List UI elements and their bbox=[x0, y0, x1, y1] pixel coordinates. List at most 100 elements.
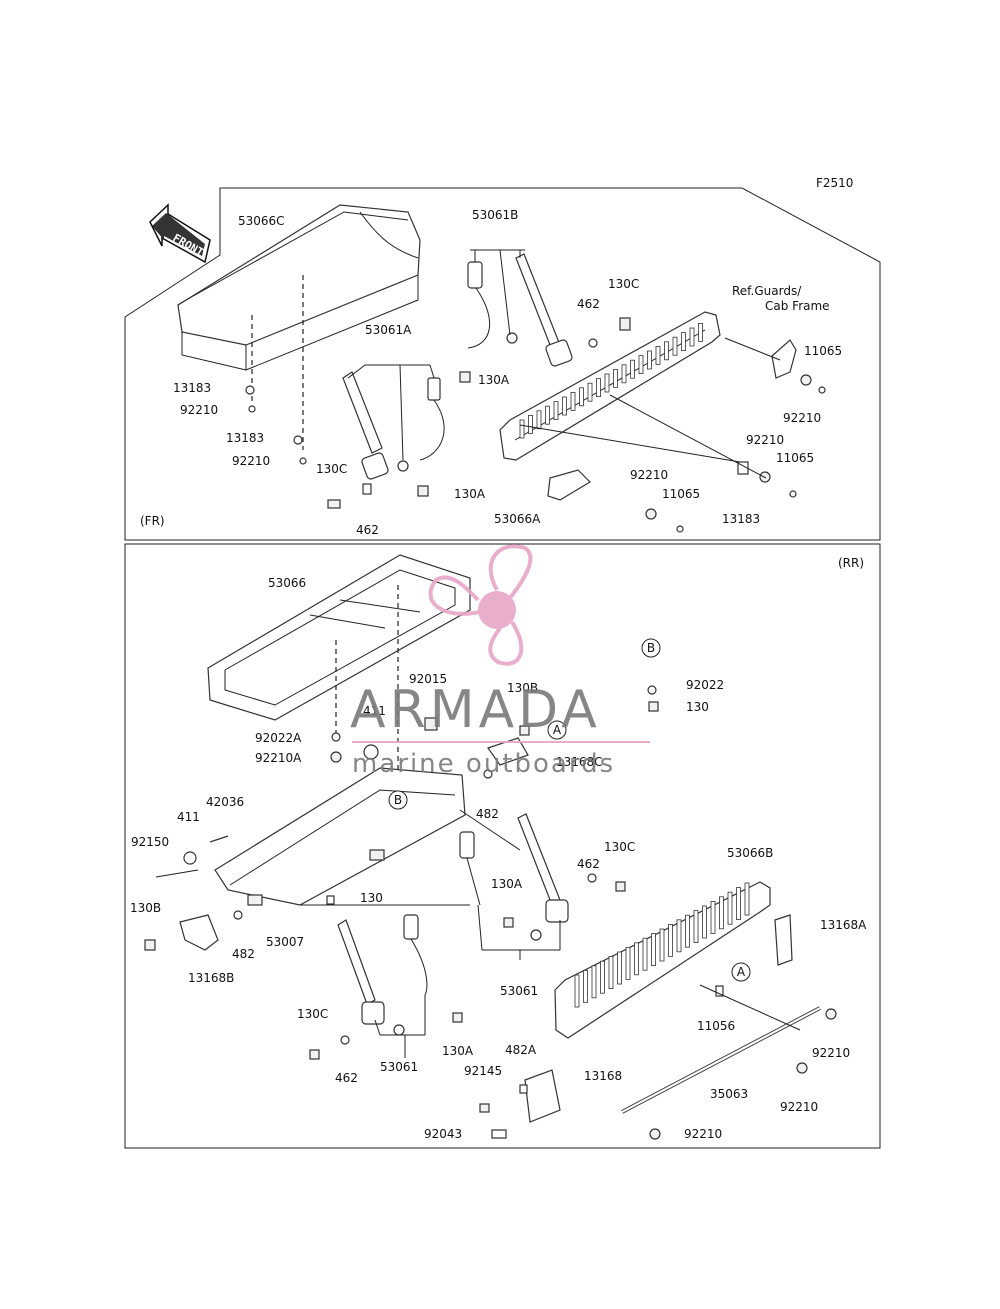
svg-text:B: B bbox=[394, 793, 402, 807]
label-482-a: 482 bbox=[476, 807, 499, 821]
label-462-d: 462 bbox=[335, 1071, 358, 1085]
label-11056: 11056 bbox=[697, 1019, 735, 1033]
backrest-slot bbox=[698, 322, 703, 342]
front-section-frame bbox=[124, 187, 881, 541]
front-seat-bar bbox=[547, 339, 797, 501]
label-92210-e: 92210 bbox=[630, 468, 668, 482]
label-53007: 53007 bbox=[266, 935, 304, 949]
callout-B-inset: B bbox=[641, 638, 661, 658]
label-92043: 92043 bbox=[424, 1127, 462, 1141]
label-130: 130 bbox=[360, 891, 383, 905]
rear-backrest-panel bbox=[554, 881, 771, 1039]
label-92210-h: 92210 bbox=[684, 1127, 722, 1141]
front-part-labels: 53066C 53061B 53061A 130C 462 Ref.Guards… bbox=[173, 208, 842, 537]
rear-brackets bbox=[179, 737, 793, 1123]
label-130A-b: 130A bbox=[454, 487, 486, 501]
label-130-b: 130 bbox=[686, 700, 709, 714]
label-130C: 130C bbox=[608, 277, 639, 291]
backrest-slot bbox=[545, 405, 550, 425]
label-462-c: 462 bbox=[577, 857, 600, 871]
label-53061-b: 53061 bbox=[380, 1060, 418, 1074]
backrest-slot bbox=[719, 896, 724, 930]
rear-section-frame bbox=[124, 543, 881, 1149]
label-411-b: 411 bbox=[177, 810, 200, 824]
backrest-slot bbox=[676, 919, 682, 953]
backrest-slot bbox=[659, 928, 665, 962]
label-35063: 35063 bbox=[710, 1087, 748, 1101]
front-arrow-icon: FRONT bbox=[149, 203, 211, 264]
backrest-slot bbox=[617, 951, 622, 985]
backrest-slot bbox=[600, 960, 605, 994]
callout-B-frame: B bbox=[388, 790, 408, 810]
label-13168B: 13168B bbox=[188, 971, 234, 985]
backrest-slot bbox=[642, 937, 648, 971]
backrest-slot bbox=[553, 401, 559, 421]
front-section-label: (FR) bbox=[140, 514, 165, 528]
label-11065-c: 11065 bbox=[662, 487, 700, 501]
label-462-b: 462 bbox=[356, 523, 379, 537]
label-11065-a: 11065 bbox=[804, 344, 842, 358]
backrest-slot bbox=[668, 924, 673, 957]
label-92210-f: 92210 bbox=[812, 1046, 850, 1060]
label-53066C: 53066C bbox=[238, 214, 285, 228]
label-92210-b: 92210 bbox=[232, 454, 270, 468]
label-53066: 53066 bbox=[268, 576, 306, 590]
backrest-slot bbox=[519, 419, 525, 439]
rear-fasteners bbox=[144, 685, 837, 1140]
label-130C-d: 130C bbox=[297, 1007, 328, 1021]
figure-code: F2510 bbox=[816, 176, 853, 190]
rear-part-labels: 53066 92015 130B 411 92022A 92210A 13168… bbox=[130, 576, 867, 1141]
watermark-tagline: marine outboards bbox=[352, 749, 615, 779]
label-11065-b: 11065 bbox=[776, 451, 814, 465]
front-backrest-panel bbox=[499, 311, 721, 461]
backrest-slot bbox=[664, 341, 669, 361]
backrest-slot bbox=[634, 942, 639, 976]
backrest-slot bbox=[604, 373, 610, 393]
backrest-slot bbox=[562, 396, 567, 416]
label-13168C: 13168C bbox=[556, 755, 603, 769]
label-13168: 13168 bbox=[584, 1069, 622, 1083]
backrest-slot bbox=[528, 414, 533, 434]
backrest-slot bbox=[583, 970, 588, 1003]
backrest-slot bbox=[587, 382, 593, 402]
backrest-slot bbox=[736, 887, 741, 920]
label-92022: 92022 bbox=[686, 678, 724, 692]
backrest-slot bbox=[727, 891, 733, 925]
backrest-slot bbox=[655, 345, 661, 365]
backrest-slot bbox=[596, 378, 601, 398]
label-482A: 482A bbox=[505, 1043, 537, 1057]
backrest-slot bbox=[638, 355, 644, 375]
callout-A-rear-upper: A bbox=[547, 720, 567, 740]
svg-text:A: A bbox=[553, 723, 562, 737]
label-53061A: 53061A bbox=[365, 323, 412, 337]
label-53061B: 53061B bbox=[472, 208, 518, 222]
label-130A-a: 130A bbox=[478, 373, 510, 387]
label-130A-c: 130A bbox=[491, 877, 523, 891]
label-130A-d: 130A bbox=[442, 1044, 474, 1058]
backrest-slot bbox=[579, 387, 584, 407]
backrest-slot bbox=[625, 947, 631, 980]
front-seat-cushion bbox=[177, 204, 421, 371]
label-92210-g: 92210 bbox=[780, 1100, 818, 1114]
label-92150: 92150 bbox=[131, 835, 169, 849]
label-462: 462 bbox=[577, 297, 600, 311]
label-130C-c: 130C bbox=[604, 840, 635, 854]
label-92210-c: 92210 bbox=[783, 411, 821, 425]
label-482-b: 482 bbox=[232, 947, 255, 961]
rear-seat-cushion bbox=[207, 554, 471, 721]
label-92022A: 92022A bbox=[255, 731, 302, 745]
label-92210-a: 92210 bbox=[180, 403, 218, 417]
rear-seat-bar bbox=[621, 1006, 821, 1114]
label-13183-c: 13183 bbox=[722, 512, 760, 526]
label-53061-a: 53061 bbox=[500, 984, 538, 998]
backrest-slot bbox=[681, 332, 686, 352]
front-seatbelt-53061B bbox=[467, 253, 573, 367]
rear-seatbelts bbox=[337, 813, 569, 1036]
backrest-slot bbox=[613, 368, 618, 388]
label-ref-line1: Ref.Guards/ bbox=[732, 284, 802, 298]
rear-seat-frame bbox=[214, 767, 466, 906]
rear-leader-lines bbox=[300, 809, 801, 1058]
backrest-slot bbox=[744, 882, 750, 916]
backrest-slot bbox=[702, 905, 707, 939]
front-seatbelt-53061A bbox=[342, 371, 445, 480]
